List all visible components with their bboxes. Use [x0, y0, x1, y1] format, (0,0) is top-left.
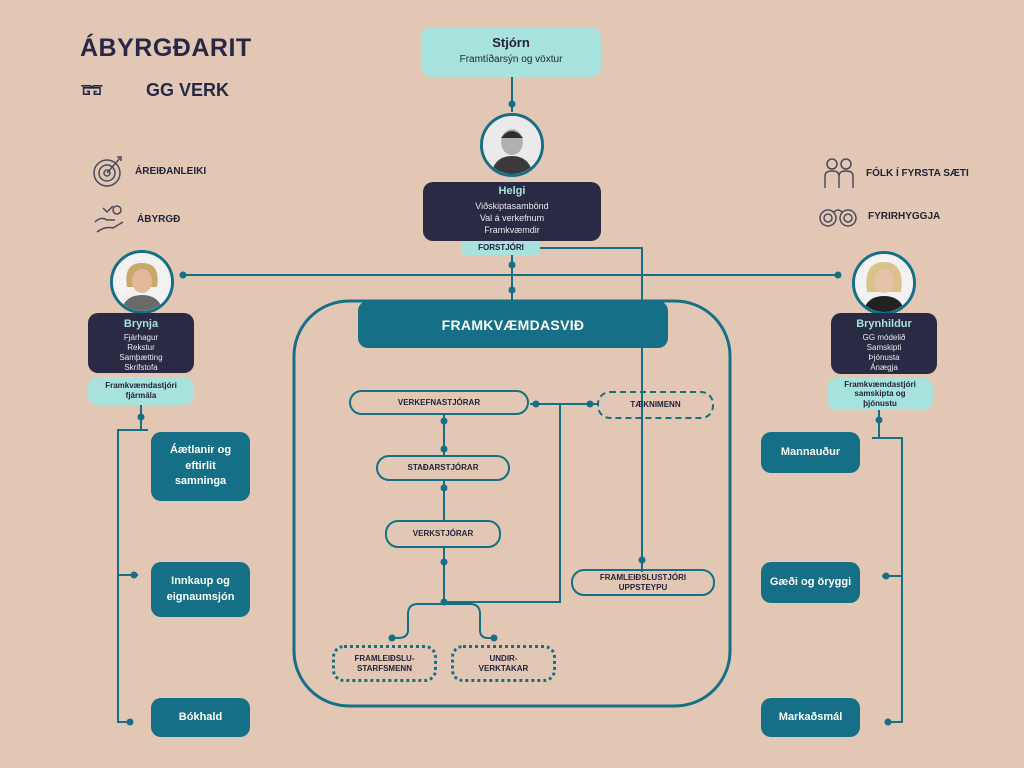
subcontractors-node: UNDIR- VERKTAKAR — [451, 645, 556, 682]
value-reliability: ÁREIÐANLEIKI — [93, 153, 206, 189]
cfo-role: Framkvæmdastjóri fjármála — [88, 377, 194, 405]
value-label: FÓLK Í FYRSTA SÆTI — [866, 167, 969, 179]
ceo-duty: Viðskiptasambönd — [475, 201, 549, 211]
board-title: Stjórn — [492, 35, 530, 50]
ceo-card: Helgi Viðskiptasambönd Val á verkefnum F… — [423, 182, 601, 241]
cco-role-line: þjónustu — [863, 398, 897, 408]
cfo-duty: Samþætting — [119, 353, 163, 362]
cco-card: Brynhildur GG módelið Samskipti Þjónusta… — [831, 313, 937, 374]
cco-name: Brynhildur — [856, 318, 912, 330]
page-title: ÁBYRGÐARIT — [80, 34, 252, 62]
value-people-first: FÓLK Í FYRSTA SÆTI — [822, 156, 969, 190]
production-manager-line: FRAMLEIÐSLUSTJÓRI — [599, 572, 687, 582]
site-managers-node: STAÐARSTJÓRAR — [376, 455, 510, 481]
board-subtitle: Framtíðarsýn og vöxtur — [459, 54, 563, 65]
production-manager-line: UPPSTEYPU — [618, 582, 668, 592]
subcontractors-line: VERKTAKAR — [478, 663, 529, 673]
ceo-duty: Val á verkefnum — [479, 213, 545, 224]
cfo-avatar — [110, 250, 174, 314]
ceo-name: Helgi — [498, 185, 526, 197]
dept-quality-safety: Gæði og öryggi — [761, 562, 860, 603]
cco-role-line: samskipta og — [854, 389, 906, 399]
cfo-duty: Fjárhagur — [123, 333, 159, 342]
target-icon — [93, 156, 122, 187]
person-portrait-icon — [113, 253, 171, 311]
person-portrait-icon — [483, 116, 541, 174]
value-label: ÁBYRGÐ — [137, 213, 181, 225]
value-responsibility: ÁBYRGÐ — [93, 202, 180, 236]
cco-role-line: Framkvæmdastjóri — [844, 379, 916, 389]
cfo-name: Brynja — [123, 318, 159, 330]
binoculars-icon — [819, 209, 857, 227]
project-managers-node: VERKEFNASTJÓRAR — [349, 390, 529, 415]
cco-avatar — [852, 251, 916, 315]
cfo-duty: Skrifstofa — [124, 363, 158, 372]
cco-duty: GG módelið — [862, 333, 906, 342]
ceo-duty: Framkvæmdir — [484, 225, 540, 236]
cco-duty: Ánægja — [870, 363, 898, 372]
cco-duty: Samskipti — [866, 343, 902, 352]
logo-text: GG VERK — [146, 80, 230, 100]
production-staff-node: FRAMLEIÐSLU- STARFSMENN — [332, 645, 437, 682]
ceo-role: FORSTJÓRI — [462, 241, 540, 255]
people-icon — [824, 158, 854, 188]
cfo-duty: Rekstur — [127, 343, 155, 352]
cfo-role-line: fjármála — [125, 391, 157, 400]
dept-hr: Mannauður — [761, 432, 860, 473]
dept-accounting: Bókhald — [151, 698, 250, 737]
ceo-avatar — [480, 113, 544, 177]
production-staff-line: FRAMLEIÐSLU- — [354, 653, 415, 663]
gg-verk-logo — [81, 85, 103, 95]
subcontractors-line: UNDIR- — [489, 653, 518, 663]
cco-role: Framkvæmdastjóri samskipta og þjónustu — [827, 378, 933, 410]
dept-marketing: Markaðsmál — [761, 698, 860, 737]
board-box: Stjórn Framtíðarsýn og vöxtur — [421, 27, 601, 77]
value-label: ÁREIÐANLEIKI — [135, 165, 207, 177]
foremen-node: VERKSTJÓRAR — [385, 520, 501, 548]
hands-icon — [94, 205, 124, 233]
operations-title: FRAMKVÆMDASVIÐ — [358, 301, 668, 348]
value-label: FYRIRHYGGJA — [868, 210, 941, 222]
technicians-node: TÆKNIMENN — [597, 391, 714, 419]
value-foresight: FYRIRHYGGJA — [818, 203, 940, 229]
production-staff-line: STARFSMENN — [357, 663, 412, 673]
dept-procurement: Innkaup og eignaumsjón — [151, 562, 250, 617]
person-portrait-icon — [855, 254, 913, 312]
cfo-card: Brynja Fjárhagur Rekstur Samþætting Skri… — [88, 313, 194, 373]
dept-contracts: Áætlanir og eftirlit samninga — [151, 432, 250, 501]
cfo-role-line: Framkvæmdastjóri — [105, 381, 177, 391]
production-manager-node: FRAMLEIÐSLUSTJÓRI UPPSTEYPU — [571, 569, 715, 596]
cco-duty: Þjónusta — [868, 353, 900, 362]
